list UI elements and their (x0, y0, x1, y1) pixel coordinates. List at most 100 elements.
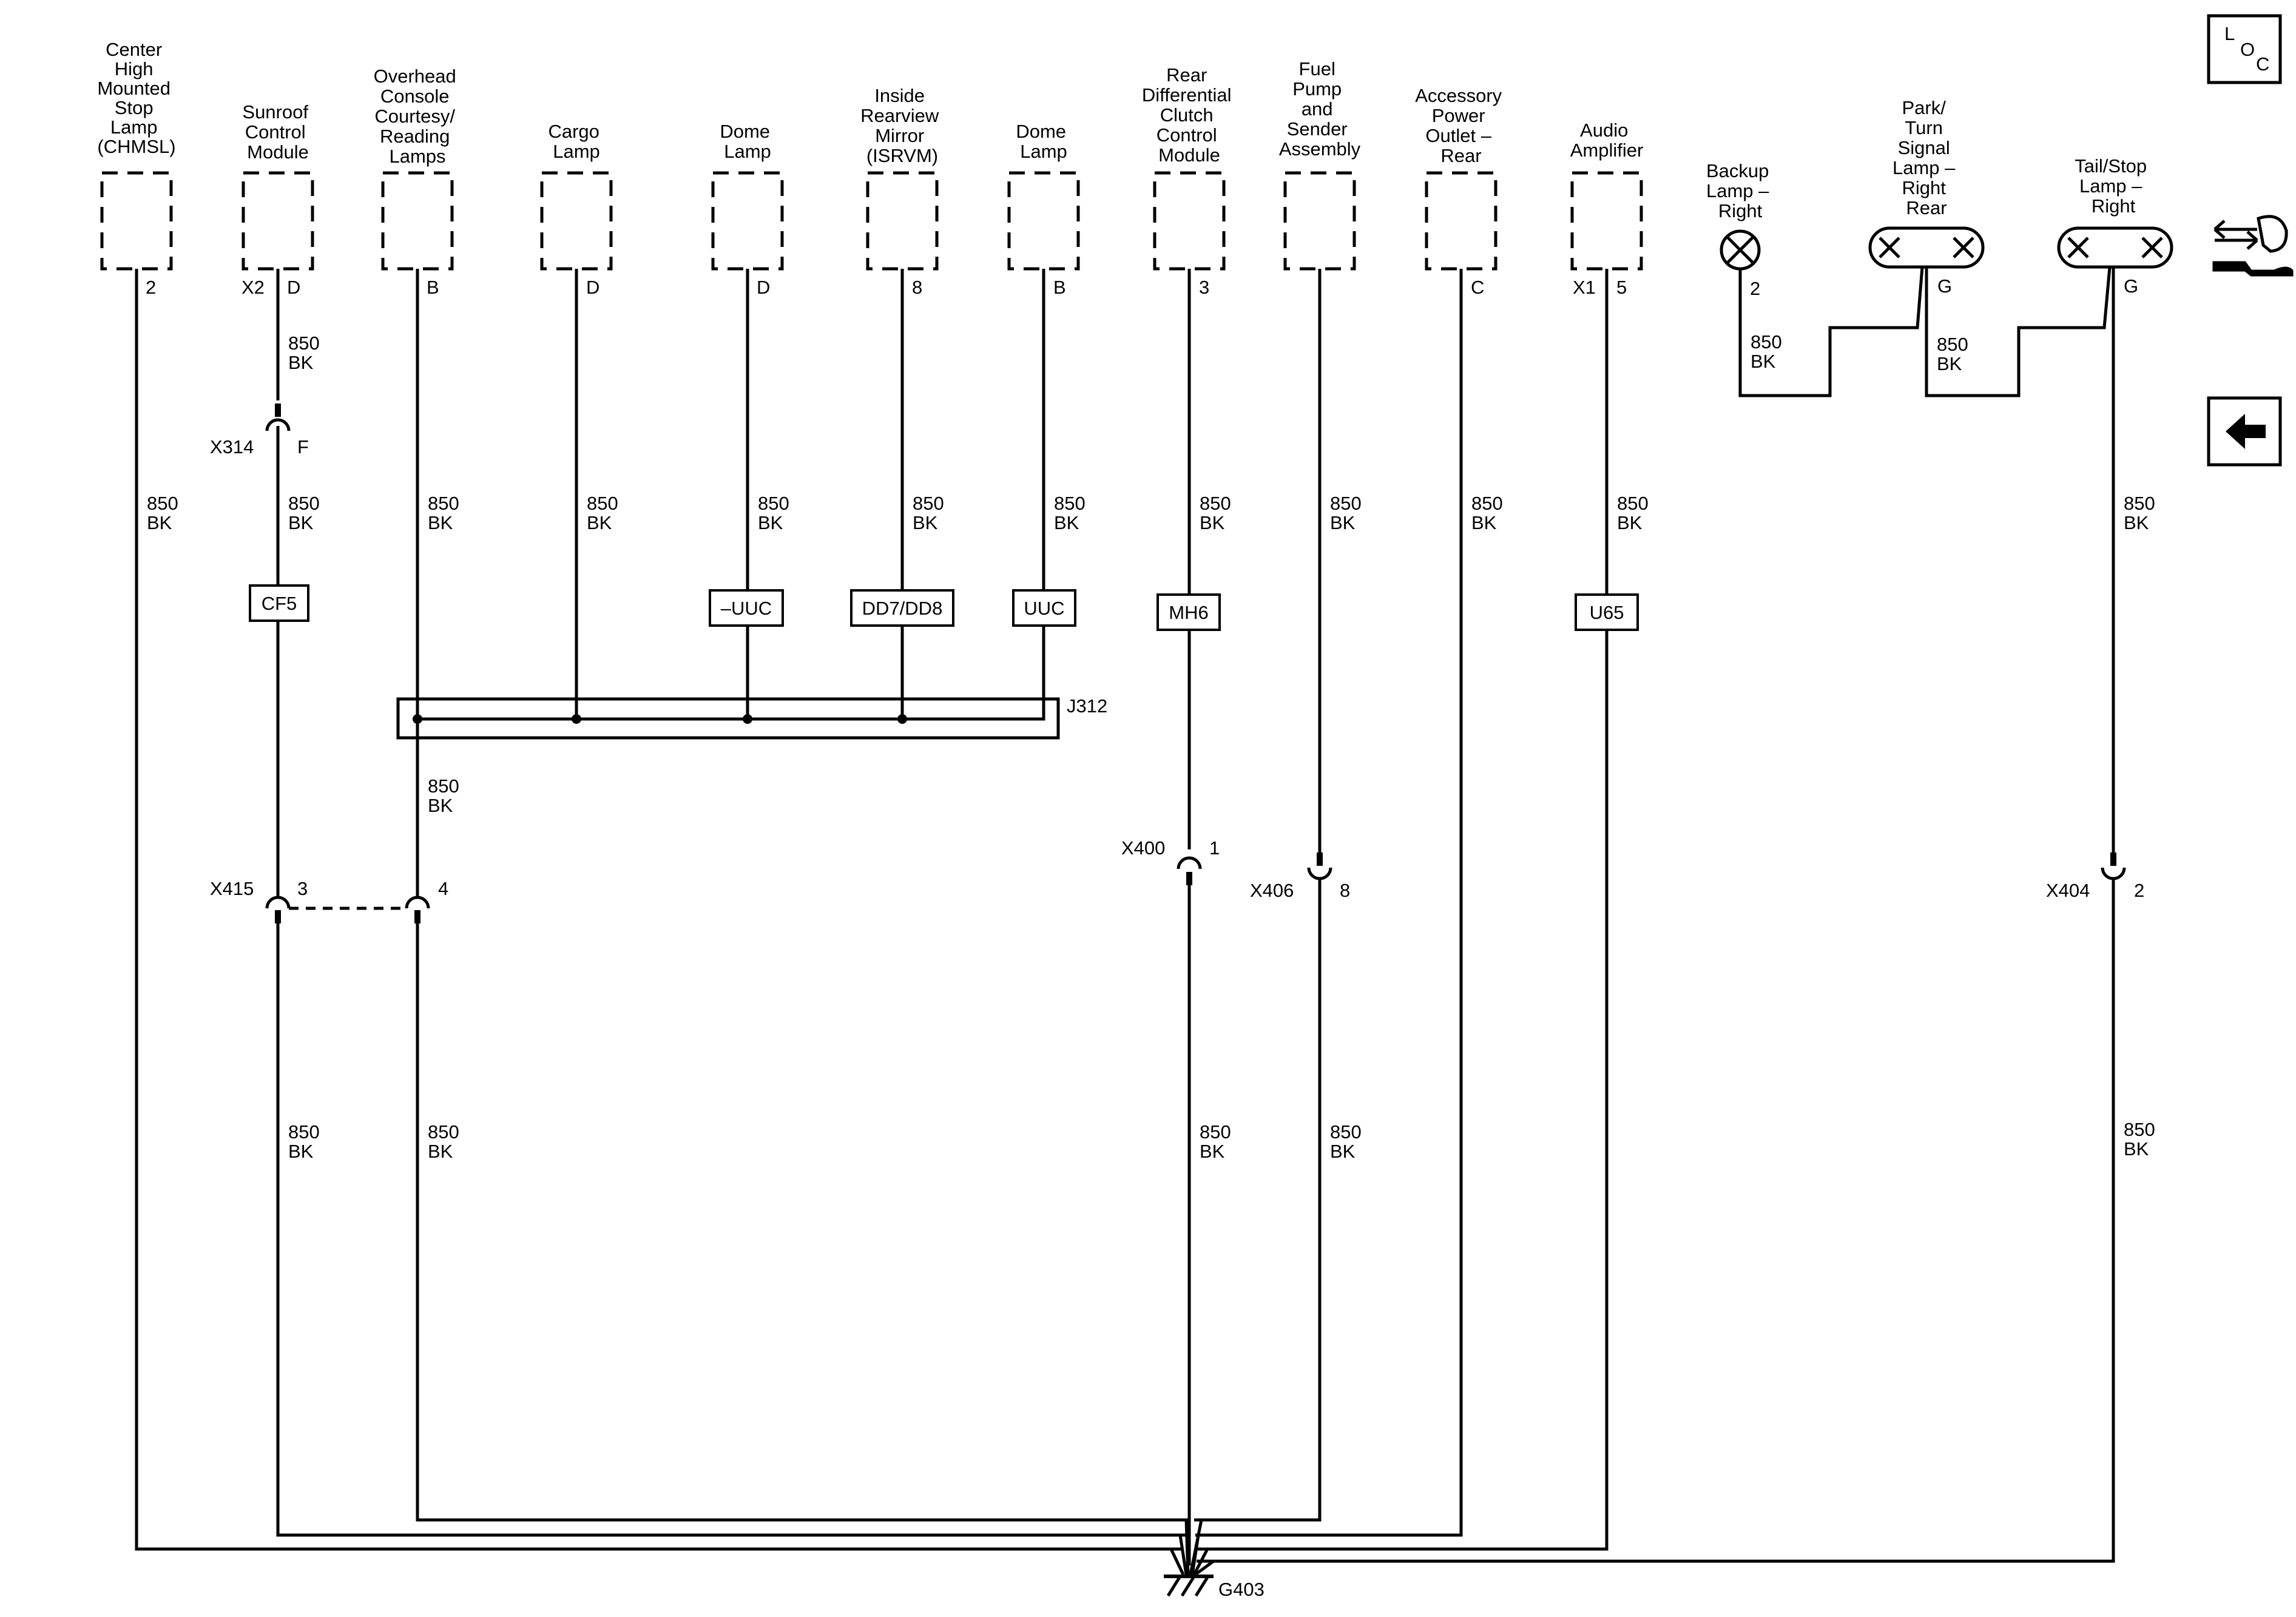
pin-audio-amp: 5 (1616, 277, 1627, 298)
option-cf5: CF5 (262, 593, 297, 614)
pin-dome-lamp-1: D (757, 277, 770, 298)
loc-icon[interactable]: L O C (2207, 14, 2282, 84)
connector-x406[interactable]: X406 8 (1250, 852, 1350, 901)
option-boxes: CF5 –UUC DD7/DD8 UUC MH6 U65 (249, 584, 1639, 631)
connector-x404[interactable]: X404 2 (2046, 852, 2144, 901)
component-box-audio-amp[interactable] (1570, 171, 1643, 271)
component-box-fuel-pump[interactable] (1283, 171, 1356, 271)
lamp-label-tail-stop: Tail/Stop Lamp – Right (2075, 155, 2152, 217)
component-box-chmsl[interactable] (100, 171, 173, 271)
component-label-audio-amp: Audio Amplifier (1570, 120, 1644, 161)
connector-x415[interactable]: X415 3 4 (210, 878, 448, 923)
ground-label: G403 (1218, 1579, 1264, 1600)
component-label-dome-lamp-2: Dome Lamp (1016, 121, 1071, 162)
back-arrow-icon[interactable] (2207, 396, 2282, 467)
connector-x406-pin: 8 (1340, 880, 1350, 901)
pin-backup-lamp: 2 (1750, 278, 1760, 299)
component-labels: Center High Mounted Stop Lamp (CHMSL) Su… (97, 39, 2152, 221)
park-turn-lamp-icon[interactable] (1868, 226, 1985, 269)
component-box-sunroof[interactable] (241, 171, 314, 271)
pin-chmsl: 2 (146, 277, 156, 298)
component-label-overhead-console: Overhead Console Courtesy/ Reading Lamps (374, 66, 462, 167)
component-box-rear-diff[interactable] (1153, 171, 1226, 271)
component-boxes (100, 171, 1643, 271)
option-box-u65[interactable] (1575, 593, 1639, 631)
splice-node (413, 714, 422, 724)
lamp-label-park-turn: Park/ Turn Signal Lamp – Right Rear (1893, 97, 1960, 218)
component-box-overhead-console[interactable] (381, 171, 454, 271)
connector-x415-pin4: 4 (438, 878, 448, 899)
option-uuc: UUC (1024, 598, 1064, 619)
wire-overhead-lower[interactable] (416, 922, 1189, 1522)
option-box-cf5[interactable] (249, 584, 309, 622)
wire-tail-stop-lower[interactable] (1197, 880, 2115, 1563)
loc-letter-o: O (2240, 39, 2255, 60)
component-label-dome-lamp-1: Dome Lamp (720, 121, 775, 162)
component-label-sunroof: Sunroof Control Module (242, 101, 313, 163)
connector-x415-pin3: 3 (297, 878, 308, 899)
component-box-dome-lamp-2[interactable] (1007, 171, 1080, 271)
pin-overhead-console: B (427, 277, 439, 298)
connector-prefix-sunroof: X2 (241, 277, 265, 298)
wire-park-turn-lamp[interactable] (1925, 266, 2112, 397)
wire-sunroof-lower[interactable] (276, 922, 1186, 1537)
wire-power-outlet[interactable] (1195, 269, 1463, 1537)
option-box-nuuc[interactable] (709, 589, 784, 627)
component-box-cargo-lamp[interactable] (540, 171, 613, 271)
pin-tail-stop-lamp: G (2124, 275, 2138, 297)
connector-x314[interactable]: X314 F (210, 403, 309, 457)
connector-x415-id: X415 (210, 878, 254, 899)
tail-stop-lamp-icon[interactable] (2057, 226, 2173, 269)
option-dd7: DD7/DD8 (862, 598, 943, 619)
component-box-dome-lamp-1[interactable] (711, 171, 784, 271)
splice-node (743, 714, 752, 724)
pin-isrvm: 8 (912, 277, 922, 298)
splice-pack-j312: J312 (396, 695, 1107, 740)
component-box-isrvm[interactable] (866, 171, 939, 271)
option-box-mh6[interactable] (1156, 593, 1221, 631)
ground-fan (1169, 1519, 1215, 1576)
wire-dome-lamp-2[interactable] (417, 269, 1045, 721)
component-label-fuel-pump: Fuel Pump and Sender Assembly (1279, 58, 1361, 160)
splice-pack-outline[interactable] (396, 697, 1060, 740)
option-box-uuc[interactable] (1012, 589, 1076, 627)
pin-sunroof: D (287, 277, 300, 298)
wire-audio-amp[interactable] (1197, 269, 1609, 1551)
component-label-rear-diff: Rear Differential Clutch Control Module (1142, 64, 1237, 166)
connector-x314-pin: F (297, 436, 309, 457)
option-box-dd7[interactable] (850, 589, 954, 627)
option-mh6: MH6 (1169, 602, 1208, 623)
connector-wrench-icon[interactable] (2212, 215, 2294, 277)
pin-cargo-lamp: D (586, 277, 599, 298)
component-label-chmsl: Center High Mounted Stop Lamp (CHMSL) (97, 39, 175, 157)
backup-lamp-icon[interactable] (1720, 229, 1761, 271)
ground-g403[interactable]: G403 (1164, 1575, 1264, 1600)
connector-x400[interactable]: X400 1 (1121, 837, 1220, 885)
component-box-power-outlet[interactable] (1425, 171, 1497, 271)
wire-fuel-pump-lower[interactable] (1194, 880, 1322, 1522)
pin-dome-lamp-2: B (1053, 277, 1066, 298)
wire-backup-lamp[interactable] (1738, 266, 1924, 397)
splice-node (897, 714, 907, 724)
wires (135, 266, 2115, 1576)
lamp-label-backup: Backup Lamp – Right (1706, 160, 1774, 221)
